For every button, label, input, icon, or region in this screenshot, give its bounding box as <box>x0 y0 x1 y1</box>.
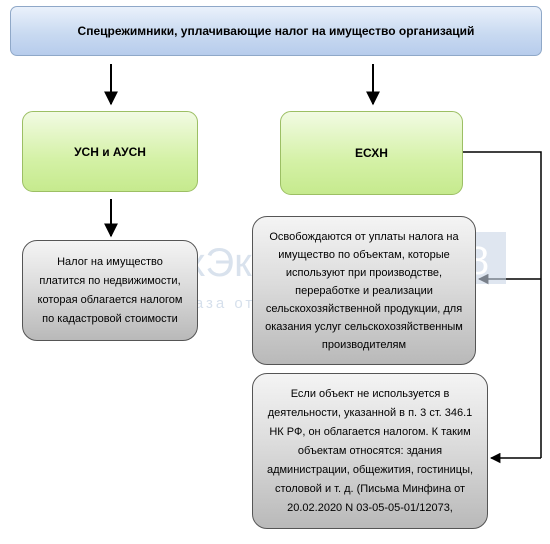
top-box-label: Спецрежимники, уплачивающие налог на иму… <box>77 24 475 38</box>
esxn-taxed-box: Если объект не используется в деятельнос… <box>252 373 488 529</box>
esxn-taxed-text: Если объект не используется в деятельнос… <box>266 387 474 514</box>
esxn-exempt-box: Освобождаются от уплаты налога на имущес… <box>252 216 476 365</box>
usn-note-text: Налог на имущество платится по недвижимо… <box>37 255 183 325</box>
esxn-exempt-text: Освобождаются от уплаты налога на имущес… <box>265 230 463 351</box>
esxn-box-label: ЕСХН <box>355 146 388 160</box>
usn-box-label: УСН и АУСН <box>74 144 146 159</box>
usn-box: УСН и АУСН <box>22 111 198 192</box>
top-box: Спецрежимники, уплачивающие налог на иму… <box>10 6 542 56</box>
esxn-box: ЕСХН <box>280 111 463 195</box>
usn-note-box: Налог на имущество платится по недвижимо… <box>22 240 198 341</box>
connector-esxn-right <box>463 151 542 458</box>
